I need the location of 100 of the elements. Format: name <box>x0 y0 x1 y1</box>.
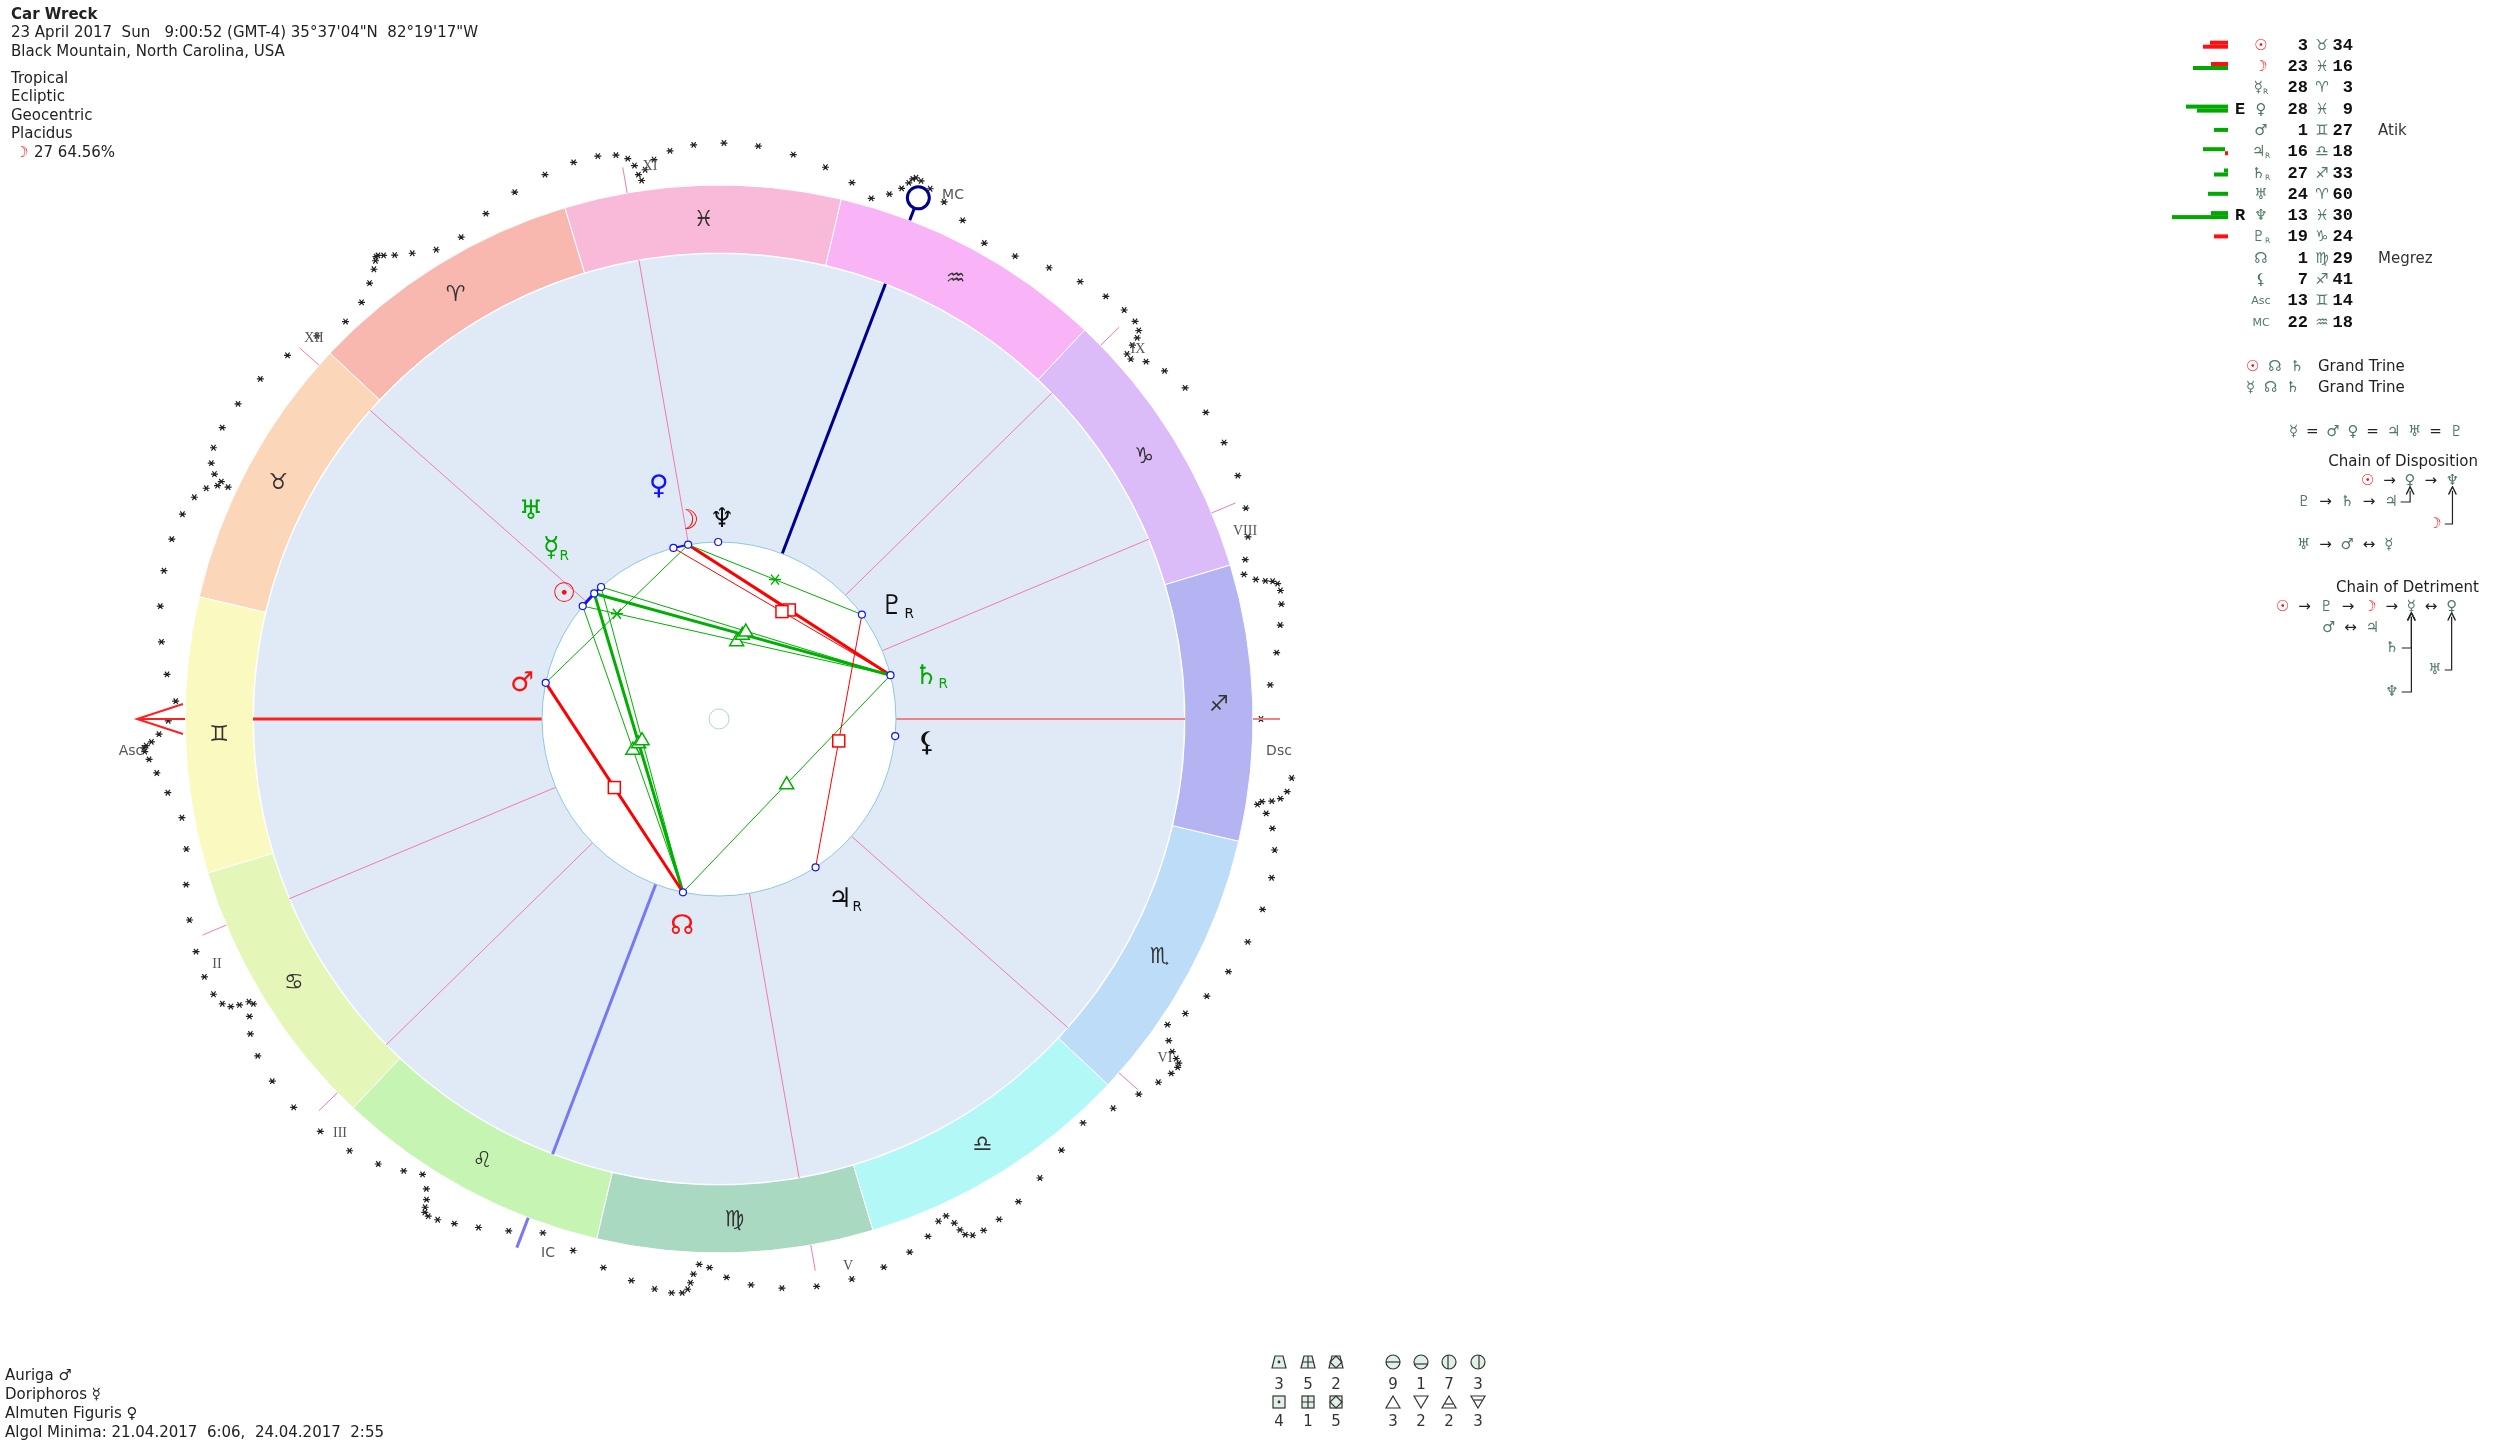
zodiac-sign: ♑ <box>1134 443 1154 469</box>
chain-arrow <box>2400 486 2415 503</box>
degree-value: 13 <box>2287 206 2308 226</box>
zodiac-sign: ♓ <box>2315 207 2329 225</box>
count-value: 3 <box>1274 1376 1284 1394</box>
minute-value: 18 <box>2332 312 2353 333</box>
chain-entry: ♅ <box>2428 661 2442 679</box>
degree-value: 22 <box>2287 312 2308 333</box>
count-value: 2 <box>1444 1413 1454 1431</box>
house-label: II <box>212 955 222 973</box>
minute-value: 24 <box>2332 227 2353 248</box>
minute-value: 33 <box>2332 163 2353 184</box>
planet-glyph: ☊ <box>2254 250 2268 268</box>
pattern-planets: ☿ ☊ ♄ <box>2246 379 2300 397</box>
count-value: 3 <box>1388 1413 1398 1431</box>
chain-entry: ♄ <box>2385 639 2399 657</box>
minute-value: 3 <box>2342 78 2353 99</box>
planet-glyph: ⚸ <box>917 726 937 758</box>
zodiac-sign: ♋ <box>284 969 304 995</box>
chart-note: Algol Minima: 21.04.2017 6:06, 24.04.2017 2:55 <box>5 1424 384 1440</box>
zodiac-sign: ♎ <box>2315 143 2329 161</box>
zodiac-type: Tropical <box>11 70 69 88</box>
planet-glyph: ☿$_{R}$ <box>2253 79 2269 98</box>
planet-glyph: ♂ <box>2254 122 2268 140</box>
chain-entry: ♆ <box>2385 683 2399 701</box>
planet-glyph: ♅ <box>518 494 544 526</box>
zodiac-sign: ♒ <box>945 265 966 292</box>
fixed-star-name: Megrez <box>2378 250 2433 268</box>
chart-note: Doriphoros ☿ <box>5 1386 102 1404</box>
minute-value: 30 <box>2332 206 2353 226</box>
count-value: 1 <box>1303 1413 1313 1431</box>
minute-value: 29 <box>2332 248 2353 269</box>
house-label: Asc <box>118 741 144 759</box>
zodiac-sign: ♓ <box>2315 100 2329 119</box>
zodiac-sign: ♊ <box>2315 292 2329 310</box>
degree-value: 7 <box>2297 270 2308 290</box>
planet-glyph: ♆ <box>709 502 735 534</box>
degree-value: 28 <box>2287 99 2308 120</box>
count-value: 1 <box>1416 1376 1426 1394</box>
zodiac-sign: ♊ <box>2315 122 2329 140</box>
chart-location: Black Mountain, North Carolina, USA <box>11 43 285 61</box>
chain-entry: ☉ → ♀ → ♆ <box>2361 472 2460 490</box>
minute-value: 14 <box>2332 291 2353 312</box>
minute-value: 34 <box>2332 35 2353 56</box>
zodiac-sign: ♉ <box>268 469 289 496</box>
house-label: VI <box>1157 1049 1173 1067</box>
chart-info: 23 April 2017 Sun 9:00:52 (GMT-4) 35°37'04"N 82°19'17"W <box>11 24 478 42</box>
viewpoint: Geocentric <box>11 107 93 125</box>
chain-entry: ☉ → ♇ → ☽ → ☿ ↔ ♀ <box>2276 598 2458 616</box>
planet-glyph: Asc <box>2251 295 2271 308</box>
chart-note: Auriga ♂ <box>5 1367 73 1385</box>
zodiac-sign: ♒ <box>2315 313 2329 332</box>
degree-value: 27 <box>2287 163 2308 184</box>
chain-row: ♅ → ♂ ↔ ☿ <box>2297 536 2394 554</box>
zodiac-sign: ♑ <box>2315 228 2329 246</box>
planet-glyph: ☽ <box>674 504 700 536</box>
zodiac-sign: ♊ <box>209 721 230 748</box>
chart-note: Almuten Figuris ♀ <box>5 1405 138 1423</box>
zodiac-sign: ♍ <box>2315 250 2329 268</box>
count-value: 5 <box>1303 1376 1313 1394</box>
planet-glyph: ⚸ <box>2255 271 2267 289</box>
zodiac-sign: ♌ <box>472 1146 493 1173</box>
minute-value: 60 <box>2332 185 2353 205</box>
planet-glyph: ☉ <box>551 577 577 609</box>
house-label: XII <box>304 329 324 347</box>
planet-glyph: ☽ <box>2254 58 2268 76</box>
moon-phase: 27 64.56% <box>34 144 116 162</box>
minute-value: 16 <box>2332 57 2353 77</box>
dignity-mark: E <box>2234 99 2246 120</box>
planet-glyph: ♀ <box>2255 100 2267 119</box>
moon-glyph: ☽ <box>15 144 29 162</box>
planet-glyph: ☊ <box>670 909 694 941</box>
house-label: XI <box>642 157 658 175</box>
section-heading: Chain of Detriment <box>2335 579 2479 597</box>
chain-row: ♂ ↔ ♃ <box>2322 619 2380 637</box>
house-label: VIII <box>1232 522 1258 540</box>
house-system: Placidus <box>11 125 73 143</box>
zodiac-sign: ♈ <box>445 281 466 307</box>
house-label: IC <box>541 1243 555 1261</box>
minute-value: 18 <box>2332 142 2353 162</box>
count-value: 5 <box>1331 1413 1341 1431</box>
planet-glyph: MC <box>2252 316 2270 329</box>
zodiac-sign: ♐ <box>1208 690 1229 717</box>
planet-glyph: ☿$_{R}$ <box>543 530 569 564</box>
degree-value: 24 <box>2287 185 2308 205</box>
count-value: 2 <box>1331 1376 1341 1394</box>
planet-glyph: ♃$_{R}$ <box>828 881 862 915</box>
planet-glyph: ♃$_{R}$ <box>2251 143 2271 162</box>
planet-glyph: ☉ <box>2254 37 2268 55</box>
planet-glyph: ♇$_{R}$ <box>2251 228 2271 247</box>
planet-glyph: ♂ <box>509 666 535 698</box>
count-value: 3 <box>1473 1413 1483 1431</box>
zodiac-sign: ♎ <box>972 1131 993 1157</box>
minute-value: 41 <box>2332 270 2353 290</box>
zodiac-sign: ♈ <box>2315 186 2329 204</box>
minute-value: 27 <box>2332 121 2353 141</box>
degree-value: 13 <box>2287 291 2308 312</box>
chain-arrow <box>2444 486 2457 525</box>
degree-value: 16 <box>2287 142 2308 162</box>
degree-value: 1 <box>2297 121 2308 141</box>
